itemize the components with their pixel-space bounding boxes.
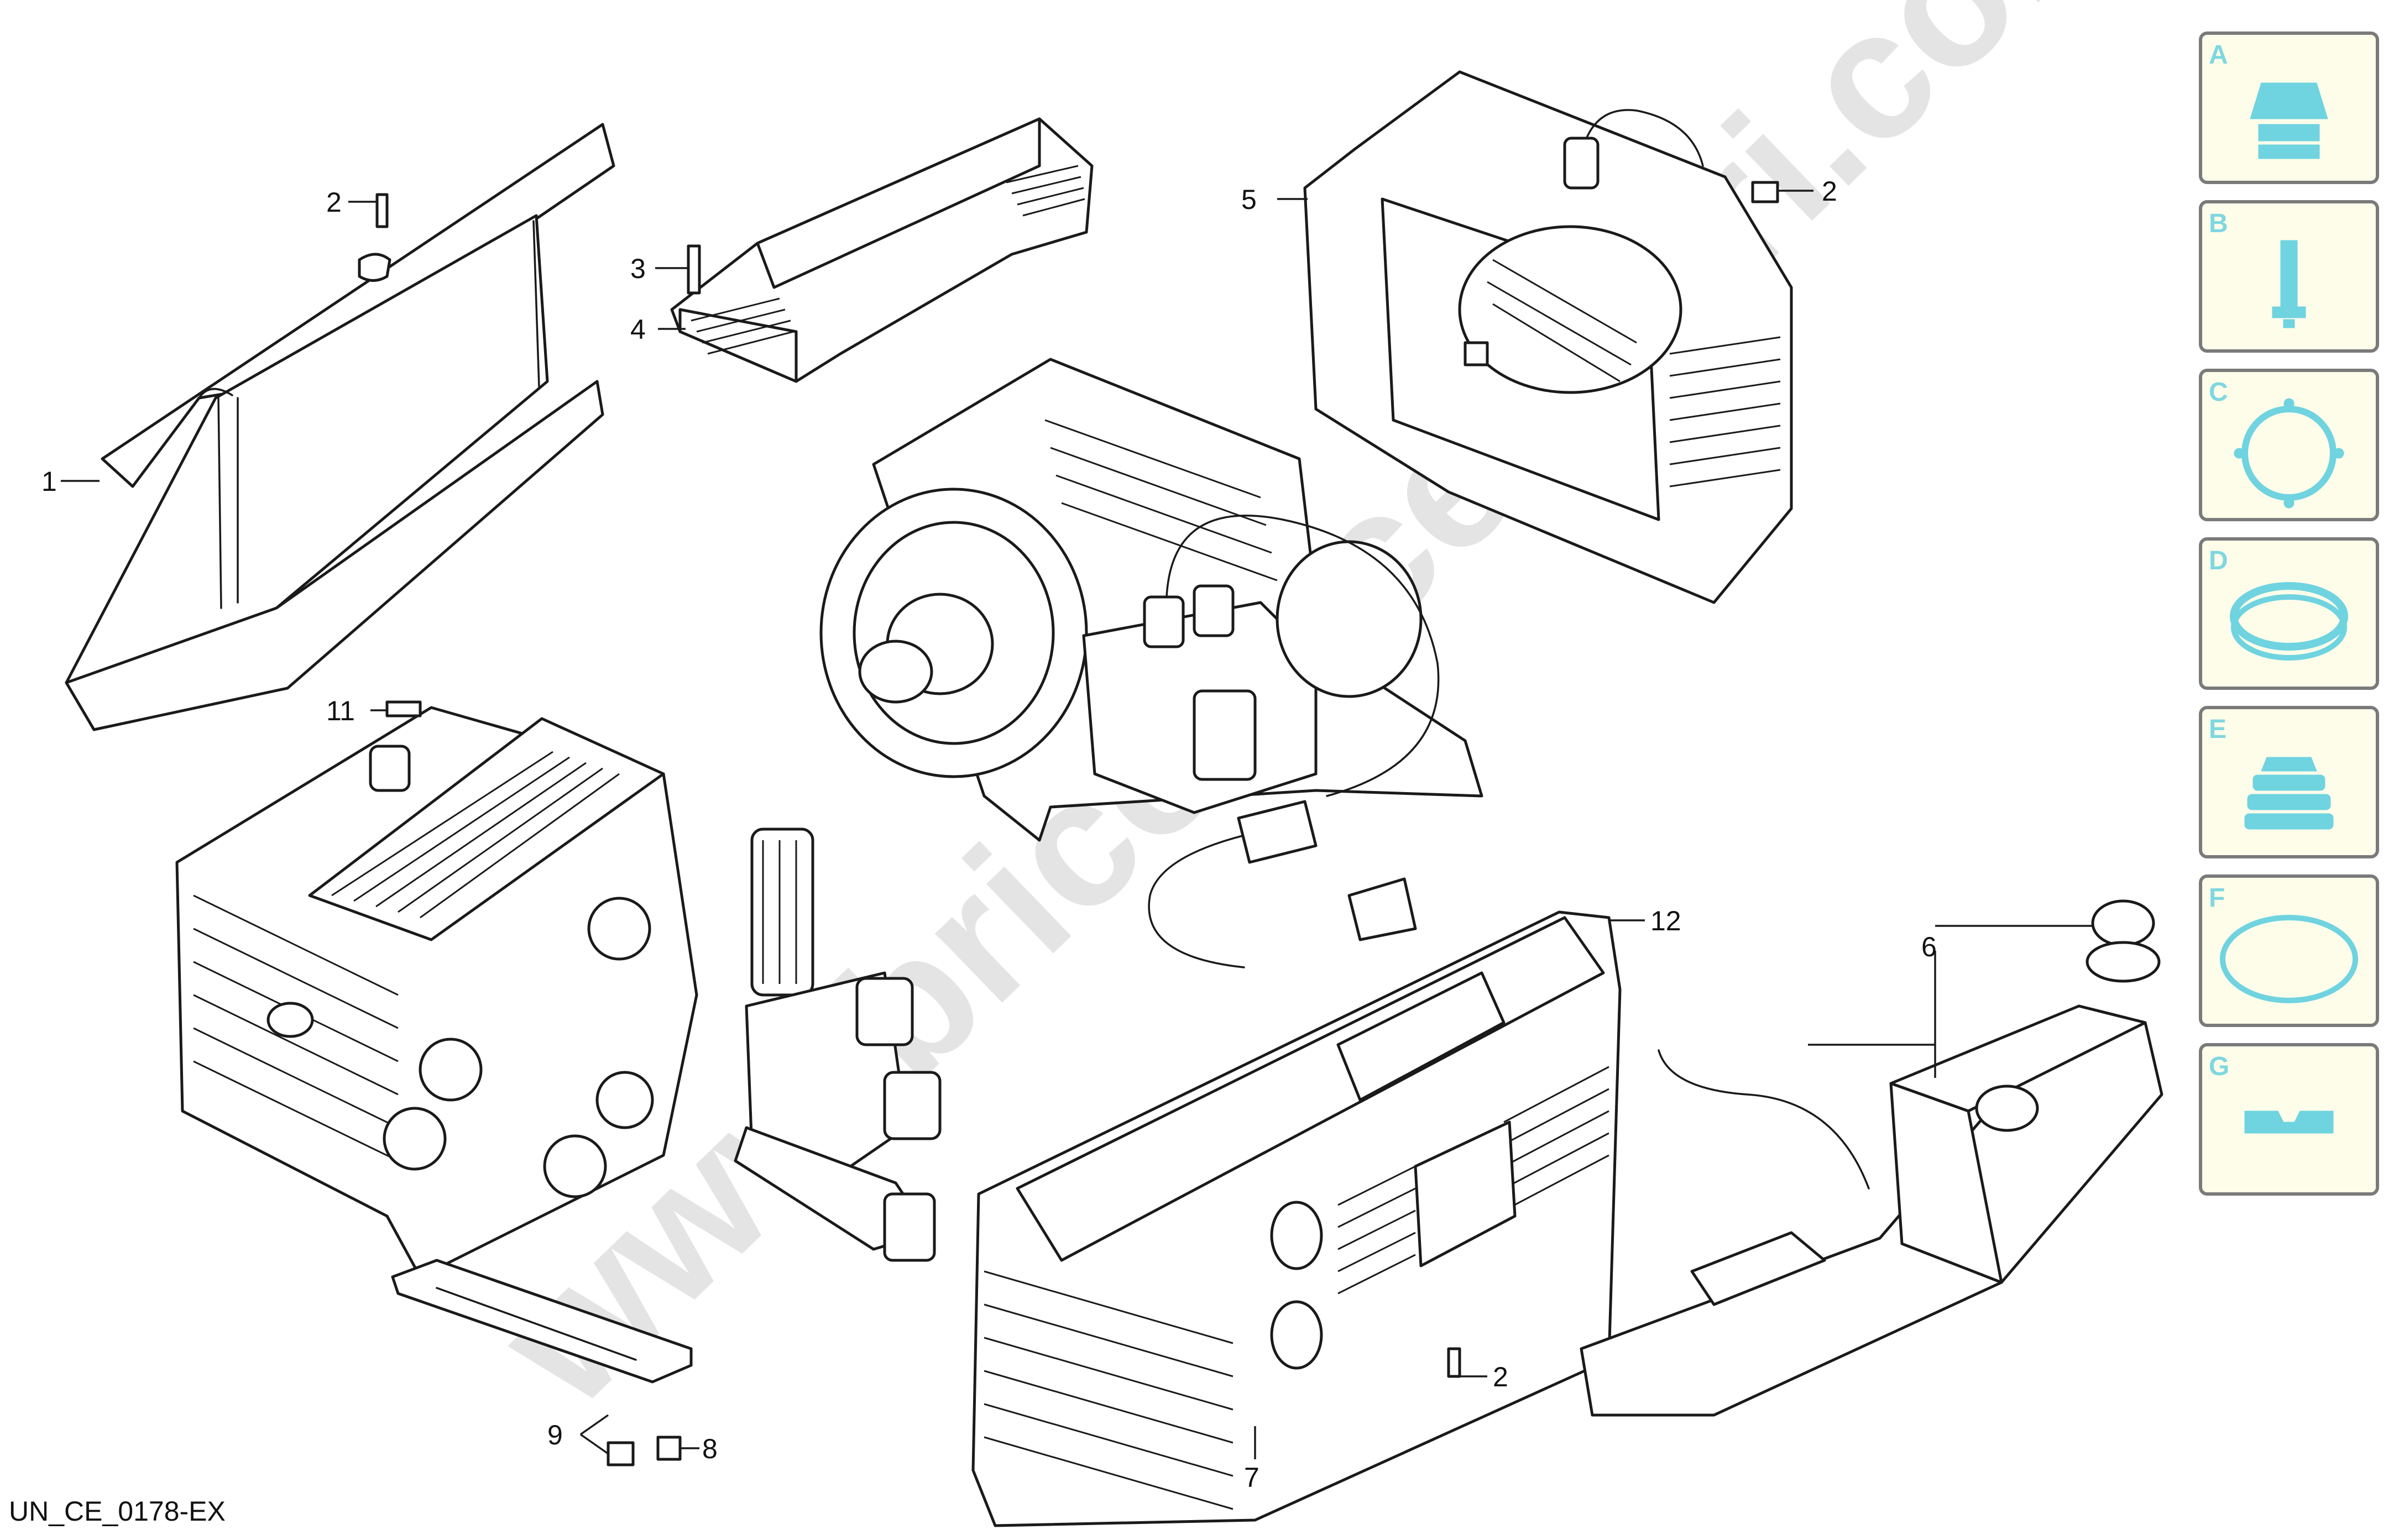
legend-item-e: E [2199, 706, 2379, 858]
o-ring-icon [2220, 915, 2358, 1003]
svg-text:G: G [2209, 1052, 2229, 1081]
drawing-code: UN_CE_0178-EX [9, 1496, 226, 1527]
nozzle-cap-icon [2250, 82, 2328, 159]
legend-item-f: F [2199, 874, 2379, 1027]
svg-text:E: E [2209, 715, 2226, 744]
leader-lines [61, 190, 2093, 1459]
callout-11: 11 [326, 695, 355, 726]
pump-unit [175, 706, 698, 1279]
svg-text:A: A [2209, 40, 2228, 70]
part-4-handle [670, 117, 1094, 383]
callout-9: 9 [547, 1419, 563, 1450]
pin-icon [2272, 240, 2306, 328]
legend-item-g: G [2199, 1043, 2379, 1196]
callout-3: 3 [630, 253, 646, 284]
legend-item-a: A [2199, 32, 2379, 184]
callout-12: 12 [1650, 905, 1681, 936]
callout-6: 6 [1921, 931, 1937, 962]
callout-4: 4 [630, 314, 646, 345]
bellows-icon [2244, 757, 2334, 830]
flange-ring-icon [2234, 398, 2344, 509]
part-5-fan-housing [1303, 70, 1793, 604]
callout-8: 8 [702, 1433, 718, 1464]
svg-text:D: D [2209, 546, 2228, 575]
screw-parts [375, 181, 1779, 1466]
seal-ring-icon [2230, 582, 2348, 661]
callout-2: 2 [1493, 1361, 1508, 1392]
legend-item-c: C [2199, 369, 2379, 521]
electric-motor [819, 358, 1483, 968]
callout-5: 5 [1241, 184, 1257, 215]
part-7-main-housing [971, 910, 1622, 1527]
svg-text:C: C [2209, 378, 2228, 407]
callout-2: 2 [326, 187, 342, 218]
gasket-strip-icon [2244, 1111, 2334, 1134]
legend-item-b: B [2199, 200, 2379, 353]
part-9-base-plate [391, 1259, 693, 1384]
part-1-side-cover [65, 123, 615, 731]
callout-1: 1 [41, 466, 57, 497]
callout-7: 7 [1244, 1462, 1259, 1493]
part-6-detergent-tank [1580, 899, 2163, 1417]
unloader-valve [734, 827, 942, 1262]
svg-text:F: F [2209, 883, 2225, 913]
callout-2: 2 [1822, 176, 1837, 207]
svg-text:B: B [2209, 209, 2228, 238]
callout-labels: 1 2 3 4 5 2 11 12 6 2 9 8 7 [41, 176, 1937, 1493]
legend-panel: A B C [2199, 32, 2379, 1196]
legend-item-d: D [2199, 537, 2379, 690]
